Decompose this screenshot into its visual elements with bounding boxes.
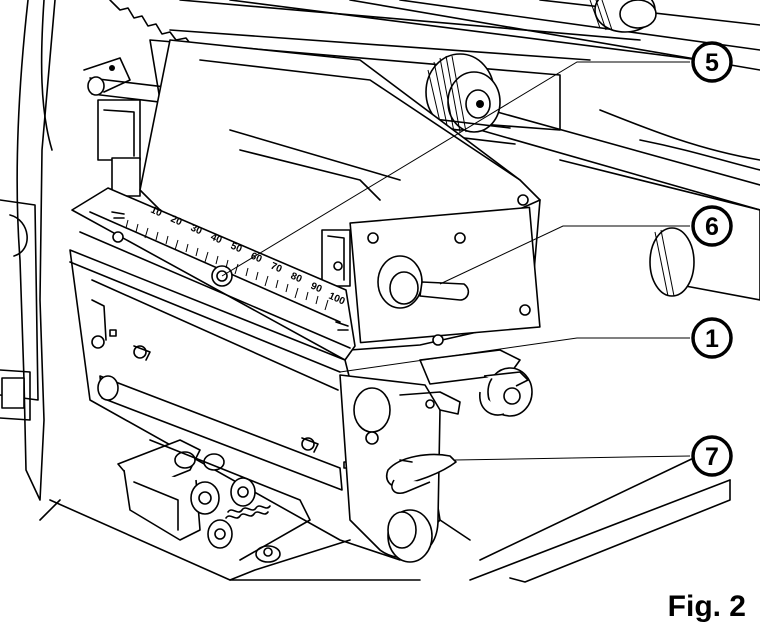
callout-7: 7	[693, 437, 731, 475]
connector-socket	[2, 378, 24, 408]
callout-number: 1	[705, 325, 719, 353]
figure-label: Fig. 2	[668, 592, 746, 622]
callout-number: 6	[705, 213, 719, 241]
bar-bracket	[322, 230, 350, 286]
callout-5: 5	[693, 43, 731, 81]
callout-6: 6	[693, 207, 731, 245]
gear	[110, 0, 192, 46]
callout-number: 7	[705, 443, 719, 471]
leader-line-7	[455, 456, 690, 460]
callout-1: 1	[693, 319, 731, 357]
left-frame	[0, 0, 55, 500]
callout-number: 5	[705, 49, 719, 77]
upper-side-knob	[354, 388, 390, 432]
top-right-knob	[590, 0, 656, 32]
tension-spring	[228, 506, 270, 512]
